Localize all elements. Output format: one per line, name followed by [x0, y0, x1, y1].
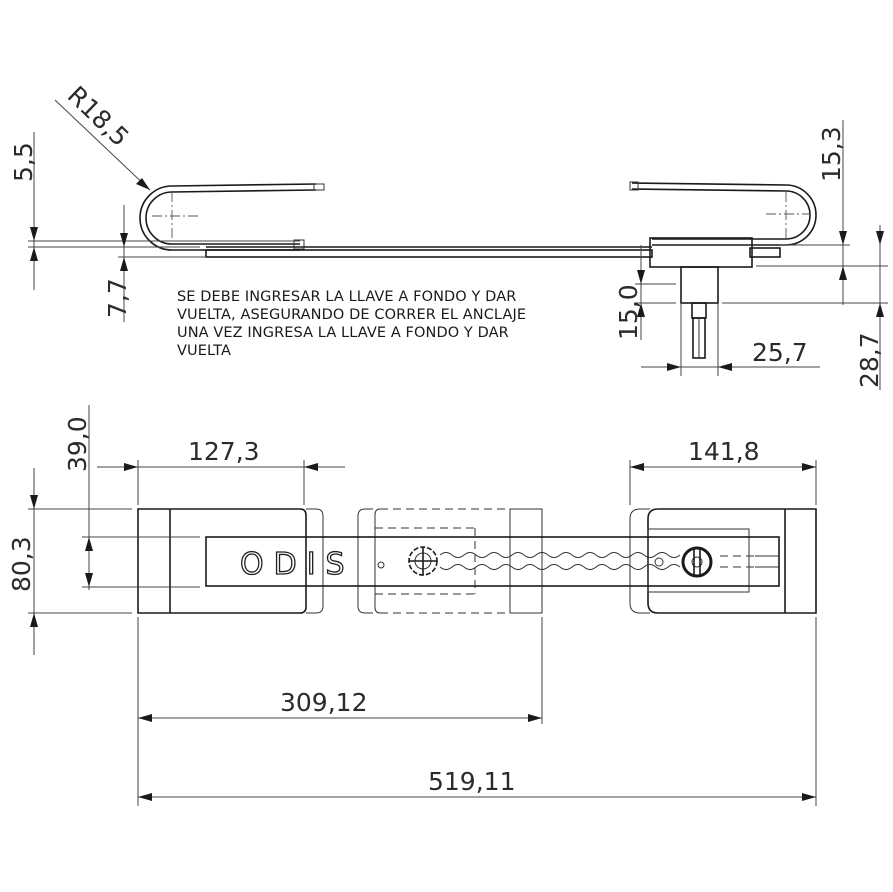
dim-total-length: 519,11 [138, 617, 817, 806]
right-end-bracket [629, 508, 817, 614]
dim-left-gap-upper: 5,5 [9, 132, 300, 290]
note-line: UNA VEZ INGRESA LA LLAVE A FONDO Y DAR [177, 325, 509, 341]
installation-note: SE DEBE INGRESAR LA LLAVE A FONDO Y DAR … [177, 288, 597, 360]
lock-housing [649, 237, 781, 359]
dim-right-height-upper-label: 15,3 [817, 126, 846, 182]
dim-mid-length: 309,12 [137, 617, 543, 806]
dim-left-gap-lower-label: 7,7 [103, 278, 132, 318]
dim-radius: R18,5 [54, 80, 151, 191]
dim-mid-length-label: 309,12 [280, 688, 367, 717]
note-line: VUELTA, ASEGURANDO DE CORRER EL ANCLAJE [177, 307, 527, 323]
dim-bracket-height-label: 80,3 [7, 536, 36, 592]
sliding-bar: ODIS [205, 536, 780, 587]
lock-cylinder-icon [681, 546, 713, 578]
top-view: ODIS 39, [7, 405, 817, 806]
note-line: SE DEBE INGRESAR LA LLAVE A FONDO Y DAR [177, 289, 517, 305]
brand-logo: ODIS [240, 547, 355, 582]
dim-right-height-upper: 15,3 [780, 120, 850, 305]
dim-right-bracket-width: 141,8 [629, 437, 817, 505]
middle-guide-bracket [357, 508, 543, 614]
dim-bar-width-label: 39,0 [63, 416, 92, 472]
dim-lock-width-label: 25,7 [752, 338, 808, 367]
dim-lock-height: 15,0 [614, 245, 676, 340]
dim-left-bracket-width: 127,3 [97, 437, 345, 505]
dim-left-gap-upper-label: 5,5 [9, 142, 38, 182]
dim-right-height-total: 28,7 [722, 225, 888, 390]
dim-bracket-height: 80,3 [7, 468, 132, 655]
dim-left-gap-lower: 7,7 [103, 205, 206, 322]
dim-right-height-total-label: 28,7 [855, 332, 884, 388]
base-plate [205, 246, 653, 258]
adjustment-slot [439, 552, 681, 558]
note-line: VUELTA [177, 343, 232, 359]
left-end-bracket [137, 508, 324, 614]
dim-lock-height-label: 15,0 [614, 284, 643, 340]
dim-total-length-label: 519,11 [428, 767, 515, 796]
screw-icon [654, 557, 664, 567]
dim-left-bracket-width-label: 127,3 [188, 437, 260, 466]
dim-bar-width: 39,0 [63, 405, 200, 590]
right-hook-bracket [629, 181, 817, 246]
adjust-knob-icon [408, 546, 438, 576]
dim-right-bracket-width-label: 141,8 [688, 437, 760, 466]
left-hook-bracket [139, 183, 325, 251]
dim-lock-width: 25,7 [641, 303, 820, 376]
